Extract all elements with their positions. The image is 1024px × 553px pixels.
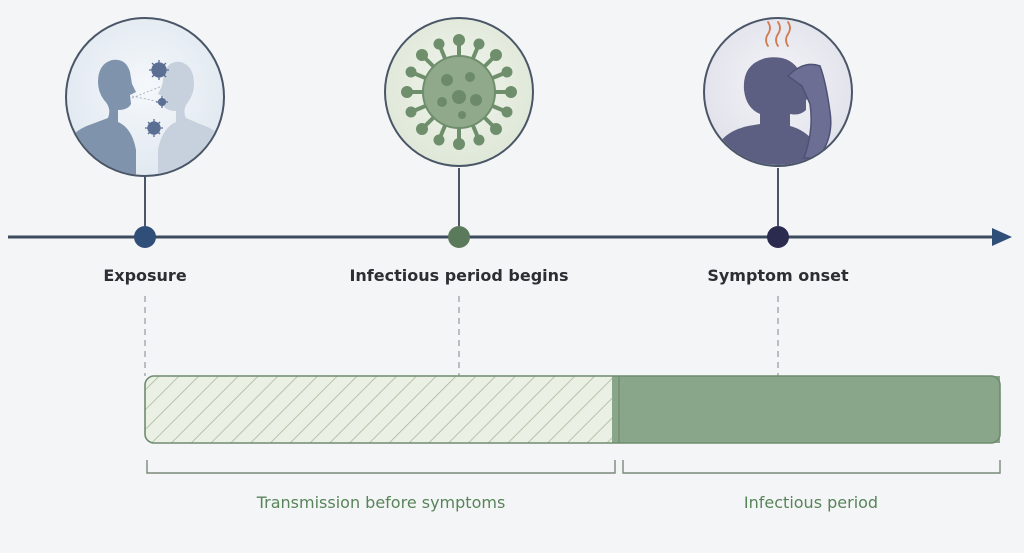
phase-bar xyxy=(144,375,1001,444)
icon-connectors xyxy=(144,168,779,226)
dashed-guides xyxy=(144,296,779,376)
milestone-label-infectious-begins: Infectious period begins xyxy=(349,266,569,285)
heat-waves-icon xyxy=(765,21,791,47)
phase-label-transmission: Transmission before symptoms xyxy=(256,493,506,512)
bracket-transmission xyxy=(146,460,616,474)
marker-symptom-onset xyxy=(767,226,789,248)
axis-arrow-icon xyxy=(992,228,1012,246)
phase-label-infectious: Infectious period xyxy=(743,493,879,512)
headache-person-icon xyxy=(703,17,853,167)
marker-infectious-begins xyxy=(448,226,470,248)
marker-exposure xyxy=(134,226,156,248)
bracket-infectious xyxy=(622,460,1001,474)
milestone-label-exposure: Exposure xyxy=(103,266,187,285)
time-axis xyxy=(8,228,1012,246)
virus-icon xyxy=(384,17,534,167)
milestone-label-symptom-onset: Symptom onset xyxy=(707,266,849,285)
phase-bar-outline xyxy=(144,375,1001,444)
phase-brackets xyxy=(146,460,1001,474)
phase-bar-hatched xyxy=(145,376,619,443)
phase-bar-solid xyxy=(612,376,1000,443)
people-exposure-icon xyxy=(65,17,225,177)
